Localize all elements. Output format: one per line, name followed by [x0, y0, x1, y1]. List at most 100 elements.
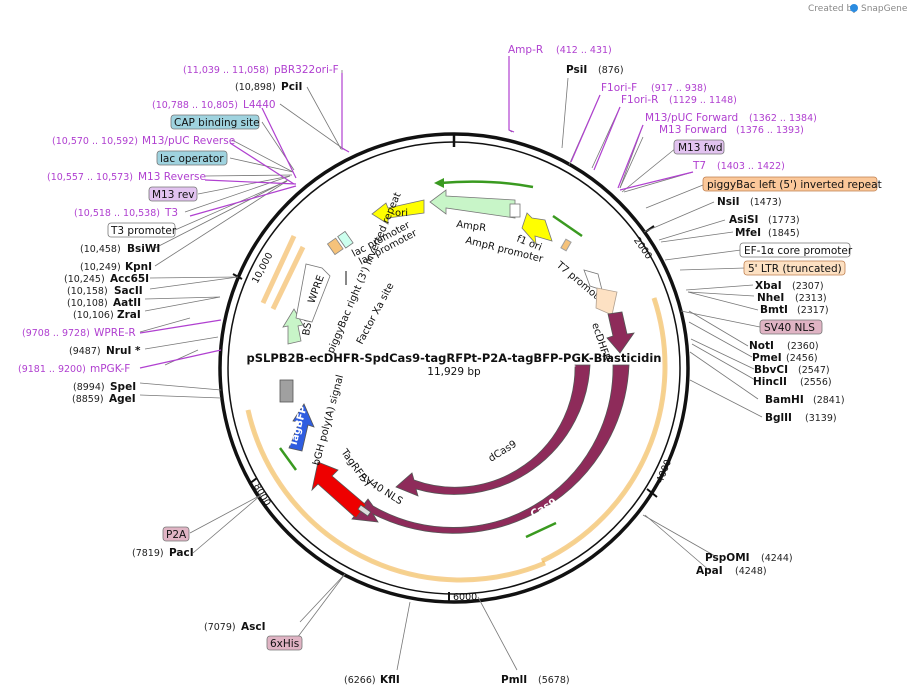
- enzyme-asci[interactable]: AscI: [241, 621, 266, 633]
- enzyme-bmti[interactable]: BmtI: [760, 304, 788, 316]
- primer-amp-r-pos: (412 .. 431): [556, 45, 612, 56]
- svg-text:SV40 NLS: SV40 NLS: [764, 322, 815, 334]
- enzyme-pspomi[interactable]: PspOMI: [705, 552, 750, 564]
- green-arrow-top: [439, 180, 534, 189]
- enzyme-nhei-pos: (2313): [795, 293, 827, 304]
- enzyme-bsiwi[interactable]: BsiWI: [127, 243, 160, 255]
- plasmid-name: pSLPB2B-ecDHFR-SpdCas9-tagRFPt-P2A-tagBF…: [247, 351, 662, 365]
- enzyme-xbai-pos: (2307): [792, 281, 824, 292]
- enzyme-acc65i-pos: (10,245): [64, 274, 105, 285]
- enzyme-nrui[interactable]: NruI *: [106, 345, 141, 357]
- snapgene-logo-icon: [850, 4, 858, 12]
- enzyme-spei[interactable]: SpeI: [110, 381, 136, 393]
- primer-f1ori-f[interactable]: F1ori-F: [601, 82, 637, 94]
- enzyme-bamhi[interactable]: BamHI: [765, 394, 804, 406]
- enzyme-kpni[interactable]: KpnI: [125, 261, 152, 273]
- enzyme-hincii-pos: (2556): [800, 377, 832, 388]
- enzyme-zrai[interactable]: ZraI: [117, 309, 141, 321]
- dcas9-arc: [395, 364, 591, 497]
- dcas9-label: dCas9: [487, 439, 519, 465]
- tick-6000: 6000: [448, 592, 477, 603]
- box-sv40-nls[interactable]: SV40 NLS: [759, 319, 823, 335]
- box-piggybac-left[interactable]: piggyBac left (5') inverted repeat: [702, 176, 882, 192]
- primer-pbr322ori-f[interactable]: pBR322ori-F: [274, 64, 339, 76]
- enzyme-acc65i[interactable]: Acc65I: [110, 273, 149, 285]
- enzyme-apai[interactable]: ApaI: [696, 565, 723, 577]
- enzyme-aatii[interactable]: AatII: [113, 297, 141, 309]
- enzyme-paci[interactable]: PacI: [169, 547, 194, 559]
- enzyme-zrai-pos: (10,106): [73, 310, 114, 321]
- svg-text:4000: 4000: [655, 458, 674, 485]
- ampr-arrow: [429, 189, 516, 219]
- svg-text:P2A: P2A: [166, 529, 187, 541]
- svg-text:8000: 8000: [251, 482, 273, 508]
- enzyme-psii[interactable]: PsiI: [566, 64, 587, 76]
- enzyme-xbai[interactable]: XbaI: [755, 280, 782, 292]
- enzyme-bbvci[interactable]: BbvCI: [754, 364, 788, 376]
- enzyme-pcii-pos: (10,898): [235, 82, 276, 93]
- orange-arc-right-inner: [541, 297, 666, 562]
- enzyme-kfli[interactable]: KflI: [380, 674, 400, 686]
- svg-text:M13 rev: M13 rev: [152, 189, 195, 201]
- primer-m13puc-reverse[interactable]: M13/pUC Reverse: [142, 135, 235, 147]
- box-5-ltr-truncated[interactable]: 5' LTR (truncated): [743, 260, 846, 276]
- orange-arc-left-2: [270, 245, 306, 311]
- primer-f1ori-r[interactable]: F1ori-R: [621, 94, 658, 106]
- enzyme-noti-pos: (2360): [787, 341, 819, 352]
- primer-lines: [139, 56, 694, 369]
- primer-mpgk-f[interactable]: mPGK-F: [90, 363, 130, 375]
- enzyme-pcii[interactable]: PciI: [281, 81, 302, 93]
- box-ef1a-core-promoter[interactable]: EF-1α core promoter: [739, 242, 853, 258]
- enzyme-agei[interactable]: AgeI: [109, 393, 136, 405]
- box-t3-promoter[interactable]: T3 promoter: [107, 222, 177, 238]
- green-arrow-left: [278, 447, 298, 471]
- enzyme-nhei[interactable]: NheI: [757, 292, 784, 304]
- enzyme-nsii-pos: (1473): [750, 197, 782, 208]
- enzyme-asisi-pos: (1773): [768, 215, 800, 226]
- ori-label: ori: [395, 208, 408, 219]
- enzyme-noti[interactable]: NotI: [749, 340, 774, 352]
- box-lac-operator[interactable]: lac operator: [156, 150, 228, 166]
- enzyme-hincii[interactable]: HincII: [753, 376, 787, 388]
- enzyme-mfei[interactable]: MfeI: [735, 227, 761, 239]
- primer-l4440-pos: (10,788 .. 10,805): [152, 100, 238, 111]
- svg-text:EF-1α core promoter: EF-1α core promoter: [744, 245, 853, 257]
- orange-arc-bottom-inner: [247, 409, 546, 581]
- enzyme-bglii[interactable]: BglII: [765, 412, 792, 424]
- box-cap-binding-site[interactable]: CAP binding site: [170, 114, 260, 130]
- primer-m13-reverse-pos: (10,557 .. 10,573): [47, 172, 133, 183]
- primer-m13-reverse[interactable]: M13 Reverse: [138, 171, 206, 183]
- primer-m13-forward-pos: (1376 .. 1393): [736, 125, 804, 136]
- enzyme-nsii[interactable]: NsiI: [717, 196, 740, 208]
- svg-text:6xHis: 6xHis: [270, 638, 299, 650]
- enzyme-pmei[interactable]: PmeI: [752, 352, 782, 364]
- cas9-arc: [351, 364, 630, 534]
- enzyme-mfei-pos: (1845): [768, 228, 800, 239]
- enzyme-apai-pos: (4248): [735, 566, 767, 577]
- primer-t3[interactable]: T3: [164, 207, 178, 219]
- primer-wpre-r[interactable]: WPRE-R: [94, 327, 136, 339]
- box-m13-rev[interactable]: M13 rev: [148, 186, 198, 202]
- enzyme-paci-pos: (7819): [132, 548, 164, 559]
- piggybac-left-box: [595, 287, 618, 316]
- box-p2a[interactable]: P2A: [162, 526, 190, 542]
- primer-mpgk-f-pos: (9181 .. 9200): [18, 364, 86, 375]
- box-m13-fwd[interactable]: M13 fwd: [673, 139, 725, 155]
- enzyme-kpni-pos: (10,249): [80, 262, 121, 273]
- box-6xhis[interactable]: 6xHis: [266, 635, 303, 651]
- enzyme-sacii-pos: (10,158): [67, 286, 108, 297]
- sv40nls-inner-label: SV40 NLS: [357, 472, 404, 507]
- primer-m13-forward[interactable]: M13 Forward: [659, 124, 727, 136]
- primer-l4440[interactable]: L4440: [243, 99, 276, 111]
- svg-text:lac operator: lac operator: [160, 153, 224, 165]
- primer-t3-pos: (10,518 .. 10,538): [74, 208, 160, 219]
- enzyme-asisi[interactable]: AsiSI: [729, 214, 758, 226]
- primer-m13puc-forward[interactable]: M13/pUC Forward: [645, 112, 738, 124]
- enzyme-sacii[interactable]: SacII: [114, 285, 143, 297]
- piggybac-right-box: [326, 237, 344, 256]
- enzyme-pmli[interactable]: PmlI: [501, 674, 527, 686]
- ampr-promoter-box: [509, 203, 521, 218]
- primer-t7[interactable]: T7: [692, 160, 706, 172]
- primer-amp-r[interactable]: Amp-R: [508, 44, 543, 56]
